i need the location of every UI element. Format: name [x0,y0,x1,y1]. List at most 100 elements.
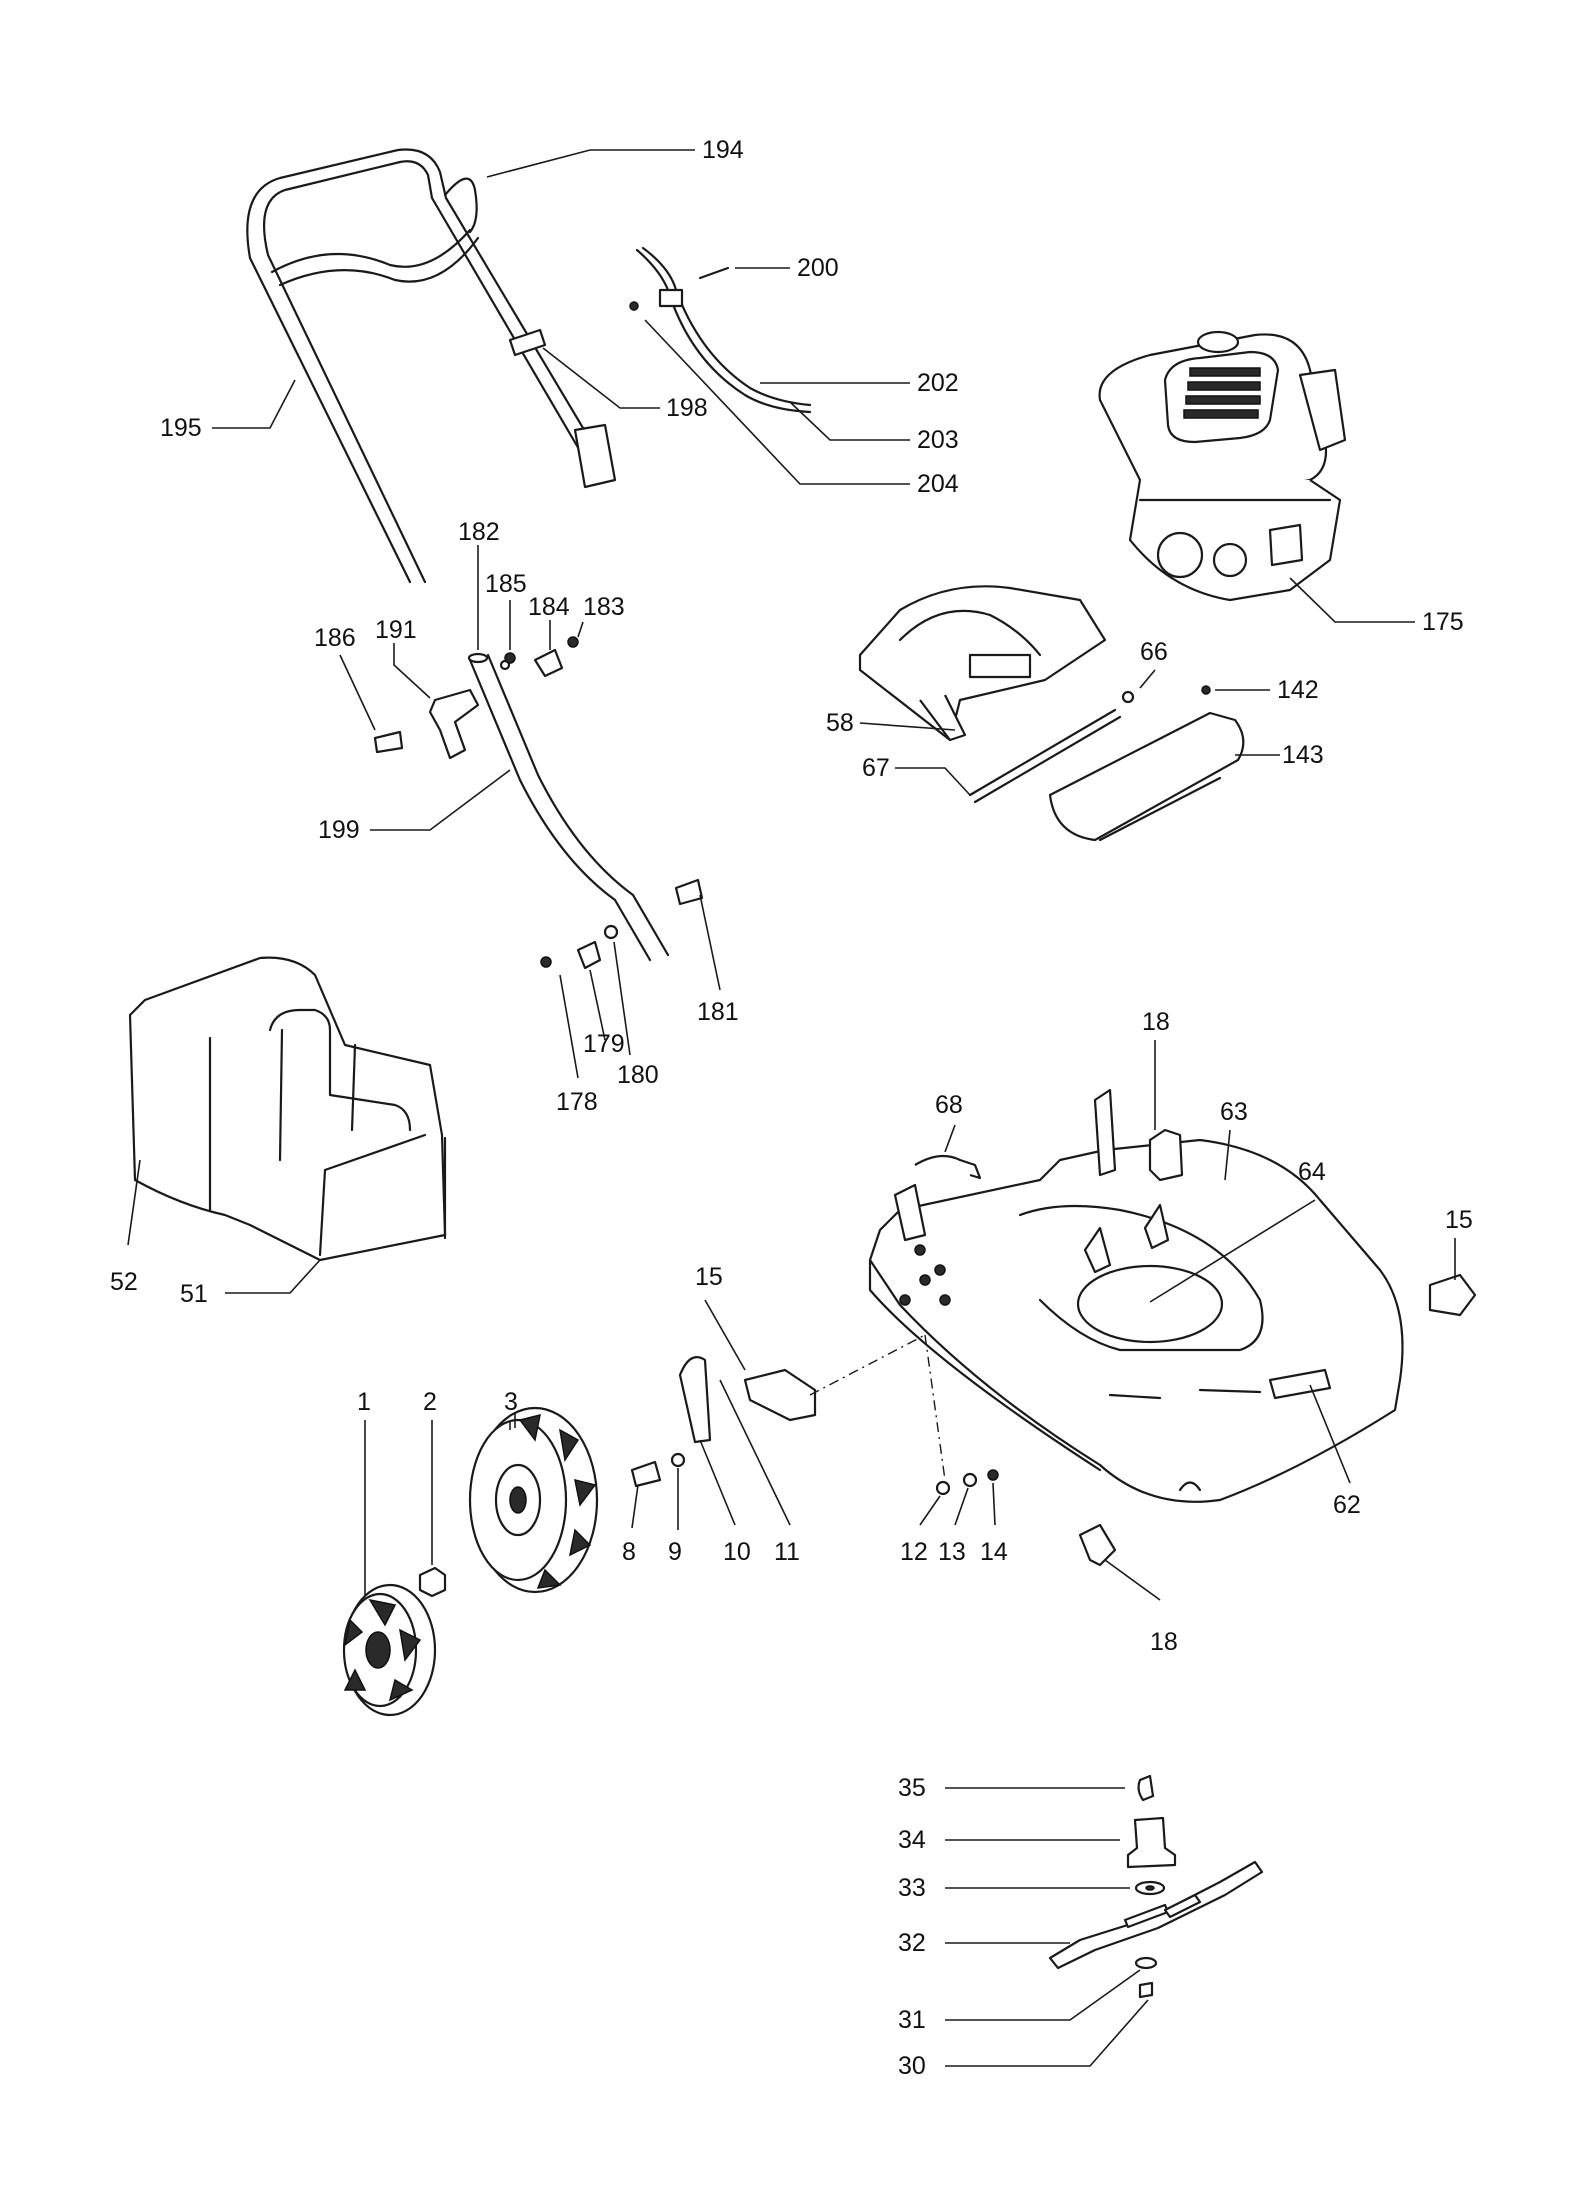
label-58: 58 [826,709,854,737]
label-68: 68 [935,1091,963,1119]
leader-191 [393,643,431,699]
label-191: 191 [375,616,417,644]
leader-183 [577,621,584,638]
mower-deck [868,1088,1404,1503]
leader-181 [699,894,721,991]
label-62: 62 [1333,1491,1361,1519]
blade [1048,1860,1264,1970]
hubcap [342,1583,437,1717]
part-143 [1048,711,1245,842]
leader-64 [1149,1199,1316,1303]
leader-15a [704,1299,746,1371]
label-13: 13 [938,1538,966,1566]
part-18a [1148,1128,1184,1182]
grass-bag [128,956,447,1262]
label-194: 194 [702,136,744,164]
part-34 [1126,1816,1177,1869]
leader-13 [954,1487,969,1526]
label-18a: 18 [1142,1008,1170,1036]
upper-handle [246,148,617,584]
leader-62 [1309,1384,1351,1484]
part-15b [1428,1273,1477,1317]
label-3: 3 [504,1388,518,1416]
leader-30 [945,1999,1149,2067]
label-203: 203 [917,426,959,454]
leader-203 [789,401,910,441]
part-184 [533,648,564,678]
label-175: 175 [1422,608,1464,636]
part-142 [1201,685,1211,695]
leader-11 [719,1379,791,1526]
part-191 [428,688,480,760]
label-63: 63 [1220,1098,1248,1126]
label-181: 181 [697,998,739,1026]
part-180 [603,924,619,940]
label-185: 185 [485,570,527,598]
part-185 [504,652,516,664]
label-15a: 15 [695,1263,723,1291]
label-66: 66 [1140,638,1168,666]
part-14 [987,1469,999,1481]
label-64: 64 [1298,1158,1326,1186]
label-67: 67 [862,754,890,782]
part-10 [678,1356,712,1444]
label-31: 31 [898,2006,926,2034]
label-9: 9 [668,1538,682,1566]
leader-10 [699,1439,736,1526]
part-9 [670,1452,686,1468]
leader-18b [1104,1559,1161,1601]
axle-line [809,1334,926,1396]
part-31 [1134,1956,1158,1970]
leader-178 [559,974,579,1079]
label-10: 10 [723,1538,751,1566]
leader-8 [631,1484,639,1529]
label-183: 183 [583,593,625,621]
part-18b [1078,1523,1117,1567]
label-12: 12 [900,1538,928,1566]
label-32: 32 [898,1929,926,1957]
label-18b: 18 [1150,1628,1178,1656]
leader-199 [370,769,511,831]
part-179 [576,940,602,970]
part-183 [567,636,579,648]
label-202: 202 [917,369,959,397]
leader-175 [1289,577,1415,623]
part-68 [914,1154,982,1180]
leader-194 [486,149,695,178]
part-66 [1121,690,1135,704]
label-34: 34 [898,1826,926,1854]
part-181 [674,878,704,906]
label-33: 33 [898,1874,926,1902]
part-67 [968,708,1117,797]
part-15a [743,1368,817,1422]
wheel [468,1406,599,1594]
leader-63 [1224,1129,1231,1181]
part-2 [418,1566,447,1598]
label-2: 2 [423,1388,437,1416]
leader-180 [613,941,631,1056]
label-180: 180 [617,1061,659,1089]
part-8 [630,1460,662,1488]
label-35: 35 [898,1774,926,1802]
leader-66 [1139,669,1156,689]
part-12 [935,1480,951,1496]
part-186 [373,730,404,754]
label-142: 142 [1277,676,1319,704]
label-1: 1 [357,1388,371,1416]
leader-68 [944,1124,956,1153]
leader-14 [992,1482,996,1526]
label-195: 195 [160,414,202,442]
label-52: 52 [110,1268,138,1296]
label-11: 11 [774,1538,800,1566]
label-179: 179 [583,1030,625,1058]
part-178 [540,956,552,968]
control-cable [629,246,812,414]
leader-179 [589,969,606,1041]
lower-handle [467,652,670,962]
part-30 [1138,1981,1154,1999]
part-35 [1137,1774,1155,1802]
label-30: 30 [898,2052,926,2080]
label-51: 51 [180,1280,208,1308]
leader-52 [127,1159,141,1246]
